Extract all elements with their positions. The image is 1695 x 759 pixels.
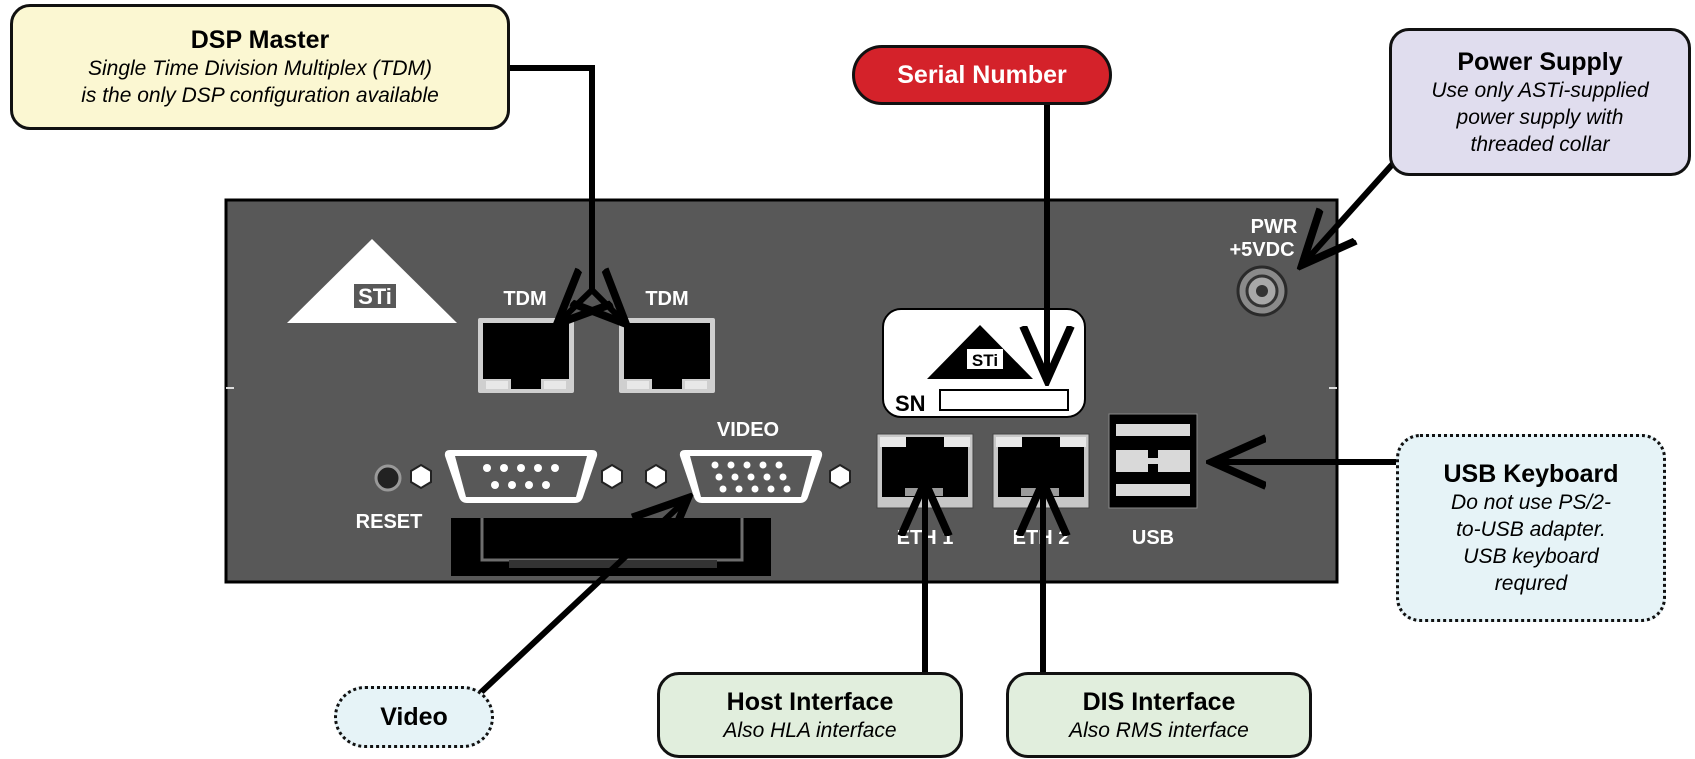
- callout-dis-interface: DIS Interface Also RMS interface: [1006, 672, 1312, 758]
- tdm-port-left[interactable]: [478, 318, 574, 393]
- callout-text: threaded collar: [1470, 132, 1610, 156]
- tdm-right-label: TDM: [645, 288, 688, 310]
- callout-title: DIS Interface: [1082, 687, 1236, 716]
- asti-logo: STi: [287, 239, 457, 323]
- svg-text:STi: STi: [358, 284, 392, 309]
- arrow-power: [1302, 155, 1401, 265]
- tdm-left-label: TDM: [503, 288, 546, 310]
- callout-host-interface: Host Interface Also HLA interface: [657, 672, 963, 758]
- callout-text: is the only DSP configuration available: [81, 84, 439, 107]
- callout-text: Use only ASTi-supplied: [1431, 78, 1649, 102]
- reset-button[interactable]: [374, 464, 402, 492]
- callout-video: Video: [334, 686, 494, 748]
- callout-title: Host Interface: [726, 687, 894, 716]
- tdm-port-right[interactable]: [619, 318, 715, 393]
- power-connector[interactable]: [1236, 265, 1288, 317]
- callout-title: Serial Number: [897, 61, 1067, 89]
- callout-text: power supply with: [1456, 105, 1624, 129]
- callout-power-supply: Power Supply Use only ASTi-supplied powe…: [1389, 28, 1691, 176]
- callout-text: Single Time Division Multiplex (TDM): [87, 57, 433, 80]
- video-label: VIDEO: [717, 419, 779, 441]
- pwr-voltage-label: +5VDC: [1229, 239, 1294, 261]
- vga-video-port[interactable]: [679, 450, 823, 503]
- callout-text: requred: [1494, 572, 1568, 595]
- callout-serial-number: Serial Number: [852, 45, 1112, 105]
- rear-panel: [224, 198, 1339, 584]
- callout-text: Also HLA interface: [723, 718, 897, 742]
- sn-label: SN: [895, 391, 926, 416]
- callout-text: to-USB adapter.: [1456, 518, 1606, 541]
- usb-port[interactable]: [1108, 413, 1198, 509]
- reset-label: RESET: [356, 511, 423, 533]
- arrow-dsp: [510, 65, 595, 290]
- arrow-video: [473, 498, 688, 700]
- callout-text: USB keyboard: [1463, 545, 1599, 568]
- usb-label: USB: [1132, 527, 1174, 549]
- svg-text:STi: STi: [972, 351, 998, 370]
- callout-title: DSP Master: [190, 26, 330, 54]
- callout-title: Video: [380, 703, 448, 731]
- arrow-dsp-right: [592, 290, 626, 324]
- callout-dsp-master: DSP Master Single Time Division Multiple…: [10, 4, 510, 130]
- callout-text: Also RMS interface: [1069, 718, 1249, 742]
- callout-arrows: [473, 65, 1401, 700]
- callout-usb-keyboard: USB Keyboard Do not use PS/2- to-USB ada…: [1396, 434, 1666, 622]
- pwr-label: PWR: [1251, 216, 1298, 238]
- callout-title: USB Keyboard: [1443, 460, 1619, 488]
- serial-db9-port[interactable]: [444, 450, 598, 503]
- hex-screw: [410, 463, 851, 490]
- callout-text: Do not use PS/2-: [1451, 491, 1611, 514]
- callout-title: Power Supply: [1457, 47, 1623, 76]
